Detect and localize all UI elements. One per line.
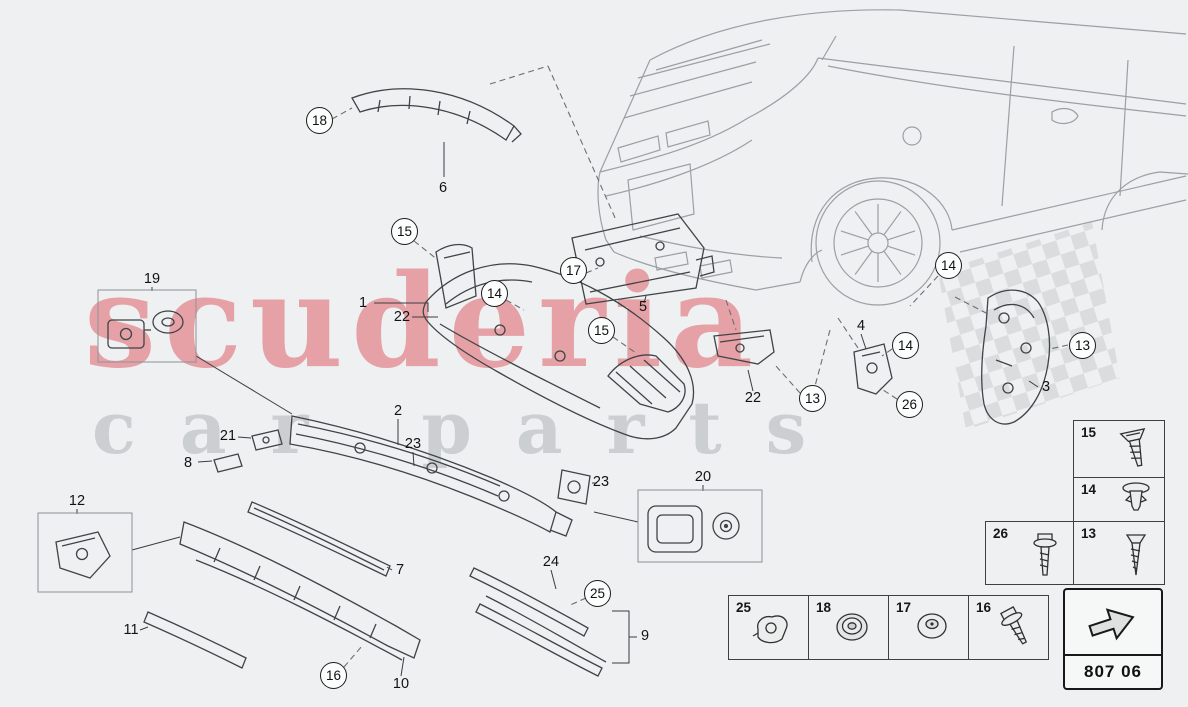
label-leader-lines	[76, 142, 1039, 677]
legend-cell-14[interactable]: 14	[1073, 477, 1165, 522]
group-box-20	[637, 489, 763, 563]
part-label-22-2: 22	[744, 390, 762, 406]
part-label-20: 20	[694, 469, 712, 485]
part-3-side-bracket	[981, 289, 1051, 425]
legend-cell-25[interactable]: 25	[728, 595, 809, 660]
legend-number-13: 13	[1081, 526, 1097, 541]
pan-head-screw-icon	[1033, 533, 1057, 576]
part-label-21: 21	[219, 428, 237, 444]
wheel-spokes	[840, 204, 916, 282]
part-drawings	[143, 88, 1051, 677]
legend-number-15: 15	[1081, 425, 1097, 440]
part-10-diffuser	[179, 521, 421, 661]
part-label-9: 9	[640, 628, 650, 644]
part-label-5: 5	[638, 299, 648, 315]
part-label-23: 23	[404, 436, 422, 452]
part-label-6: 6	[438, 180, 448, 196]
part-label-2: 2	[393, 403, 403, 419]
arrow-icon	[1088, 608, 1135, 641]
callout-18-balloon[interactable]: 18	[306, 107, 333, 134]
part-5-impact-bar	[571, 213, 715, 305]
group-box-12	[37, 512, 133, 593]
dashed-leader-lines	[331, 65, 1069, 668]
countersunk-screw-icon	[1119, 427, 1146, 467]
legend-number-16: 16	[976, 600, 992, 615]
self-tapping-screw-icon	[1125, 534, 1147, 576]
callout-14-balloon-3[interactable]: 14	[935, 252, 962, 279]
callout-15-balloon[interactable]: 15	[391, 218, 418, 245]
push-nut-icon	[917, 613, 947, 639]
checkered-flag-backdrop	[938, 222, 1120, 430]
callout-14-balloon[interactable]: 14	[481, 280, 508, 307]
legend-cell-17[interactable]: 17	[888, 595, 969, 660]
diagram-code: 807 06	[1065, 654, 1161, 688]
legend-number-18: 18	[816, 600, 832, 615]
part-11-strip	[143, 611, 247, 669]
part-label-11: 11	[123, 622, 139, 638]
legend-number-26: 26	[993, 526, 1009, 541]
part-label-24: 24	[542, 554, 560, 570]
expanding-rivet-icon	[1122, 482, 1150, 511]
part-7-strip	[247, 501, 391, 577]
callout-26-balloon[interactable]: 26	[896, 391, 923, 418]
car-outline	[597, 9, 1188, 306]
part-label-8: 8	[183, 455, 193, 471]
legend-cell-18[interactable]: 18	[808, 595, 889, 660]
part-label-22: 22	[393, 309, 411, 325]
legend-number-14: 14	[1081, 482, 1097, 497]
part-22-guide	[713, 329, 775, 365]
part-label-1: 1	[358, 295, 368, 311]
part-label-23-2: 23	[592, 474, 610, 490]
group-boxes	[37, 289, 763, 593]
part-label-10: 10	[392, 676, 410, 692]
part-24-9-strips	[469, 567, 607, 677]
group-box-19	[97, 289, 197, 363]
legend-number-25: 25	[736, 600, 752, 615]
part-23-end-cap	[557, 469, 591, 505]
part-label-12: 12	[68, 493, 86, 509]
part-1-bumper-shell	[422, 243, 695, 440]
legend-cell-26[interactable]: 26	[985, 521, 1074, 585]
group-box-contents	[55, 310, 740, 579]
part-label-4: 4	[856, 318, 866, 334]
callout-25-balloon[interactable]: 25	[584, 580, 611, 607]
part-6-strip	[351, 88, 522, 143]
callout-17-balloon[interactable]: 17	[560, 257, 587, 284]
callout-13-balloon-2[interactable]: 13	[1069, 332, 1096, 359]
spring-clip-icon	[752, 615, 788, 644]
part-4-bracket	[853, 343, 893, 395]
part-label-7: 7	[395, 562, 405, 578]
legend-cell-15[interactable]: 15	[1073, 420, 1165, 478]
part-19-fasteners	[107, 310, 184, 349]
legend-cell-16[interactable]: 16	[968, 595, 1049, 660]
callout-16-balloon[interactable]: 16	[320, 662, 347, 689]
part-2-lower-trim	[289, 415, 573, 537]
grommet-icon	[836, 613, 868, 641]
callout-13-balloon[interactable]: 13	[799, 385, 826, 412]
diagram-code-badge: 807 06	[1063, 588, 1163, 690]
legend-cell-13[interactable]: 13	[1073, 521, 1165, 585]
legend-number-17: 17	[896, 600, 912, 615]
part-label-3: 3	[1041, 379, 1051, 395]
part-label-19: 19	[143, 271, 161, 287]
part-21-clip	[251, 429, 283, 451]
callout-14-balloon-2[interactable]: 14	[892, 332, 919, 359]
callout-15-balloon-2[interactable]: 15	[588, 317, 615, 344]
part-12-bracket	[55, 531, 111, 579]
part-8-clip	[213, 453, 243, 473]
flanged-bolt-icon	[1000, 606, 1028, 645]
part-20-plate-grommet	[647, 505, 740, 553]
